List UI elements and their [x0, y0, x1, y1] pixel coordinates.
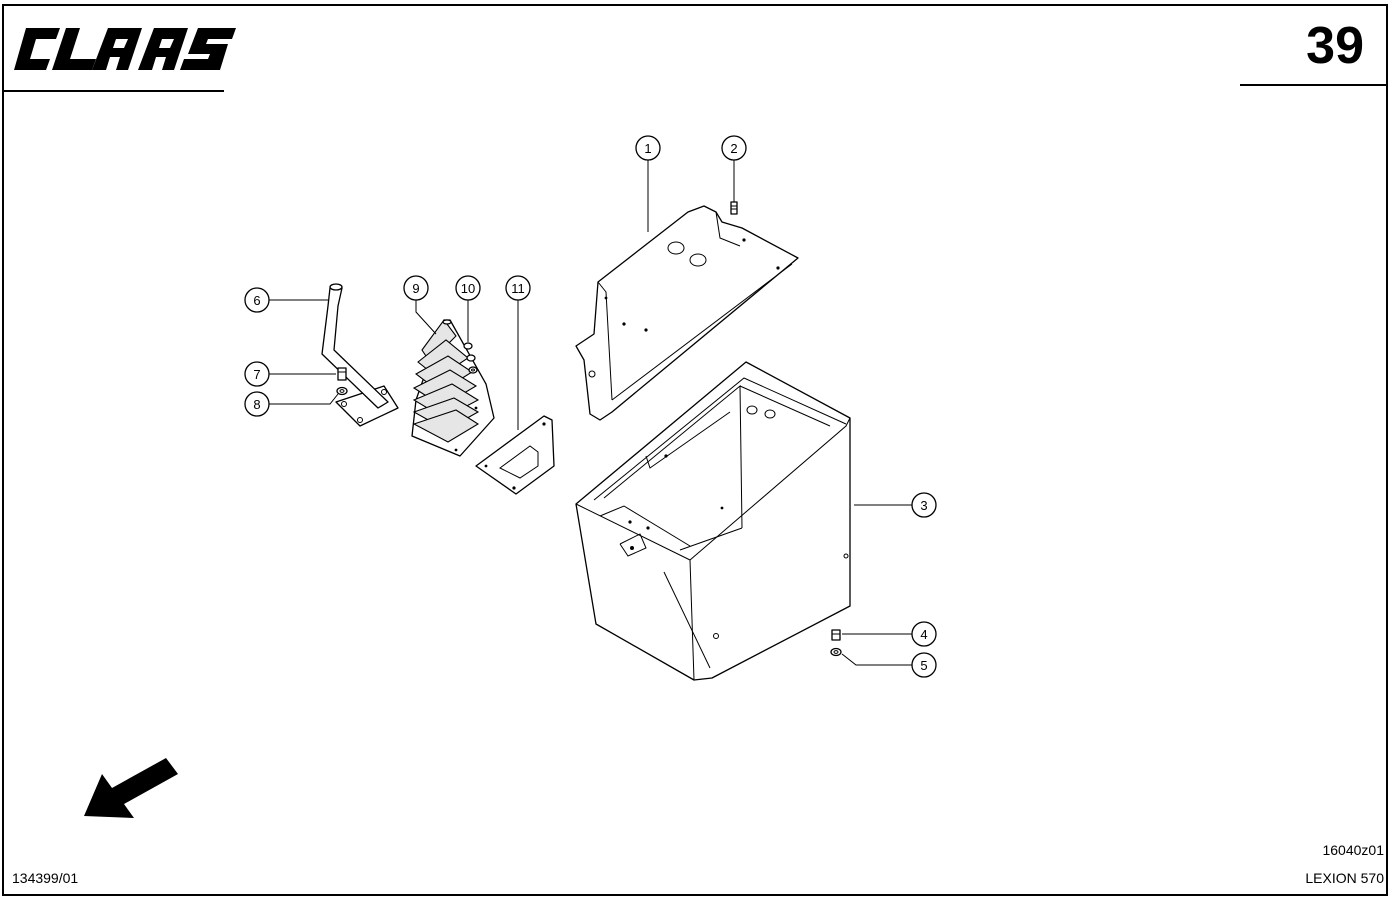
document-number: 134399/01 [12, 870, 79, 886]
callout-11: 11 [505, 275, 531, 301]
svg-text:6: 6 [253, 293, 260, 308]
svg-text:11: 11 [511, 281, 525, 296]
model-name: LEXION 570 [1305, 870, 1384, 886]
callout-7: 7 [244, 361, 270, 387]
svg-text:2: 2 [730, 141, 737, 156]
claas-logo [14, 28, 236, 70]
svg-text:4: 4 [920, 627, 927, 642]
callouts: 1 2 3 4 5 6 7 8 [244, 135, 937, 678]
svg-text:10: 10 [461, 281, 475, 296]
svg-text:7: 7 [253, 367, 260, 382]
part-11-frame-plate [475, 415, 555, 495]
callout-6: 6 [244, 287, 270, 313]
part-5-washer [830, 647, 842, 657]
page-number: 39 [1306, 17, 1364, 75]
callout-9: 9 [403, 275, 429, 301]
svg-text:1: 1 [644, 141, 651, 156]
callout-1: 1 [635, 135, 661, 161]
page-frame [2, 4, 1388, 896]
svg-text:3: 3 [920, 498, 927, 513]
leader-lines [269, 160, 912, 666]
part-1-cover-plate [575, 205, 799, 421]
svg-text:8: 8 [253, 397, 260, 412]
part-4-bolt [831, 629, 841, 641]
callout-3: 3 [911, 492, 937, 518]
arrow-down-left-icon [84, 758, 178, 818]
callout-5: 5 [911, 652, 937, 678]
svg-text:9: 9 [412, 281, 419, 296]
part-9-bellows [411, 319, 495, 457]
svg-text:5: 5 [920, 658, 927, 673]
part-6-lever [321, 283, 399, 427]
callout-8: 8 [244, 391, 270, 417]
part-2-screw [730, 201, 738, 215]
part-7-screw [337, 367, 347, 381]
page-number-underline [1240, 84, 1388, 86]
drawing-code: 16040z01 [1322, 842, 1384, 858]
callout-4: 4 [911, 621, 937, 647]
logo-underline [2, 90, 224, 92]
callout-10: 10 [455, 275, 481, 301]
part-8-washer [336, 386, 348, 396]
part-3-housing [575, 361, 851, 681]
part-10-screw [463, 342, 478, 374]
callout-2: 2 [721, 135, 747, 161]
